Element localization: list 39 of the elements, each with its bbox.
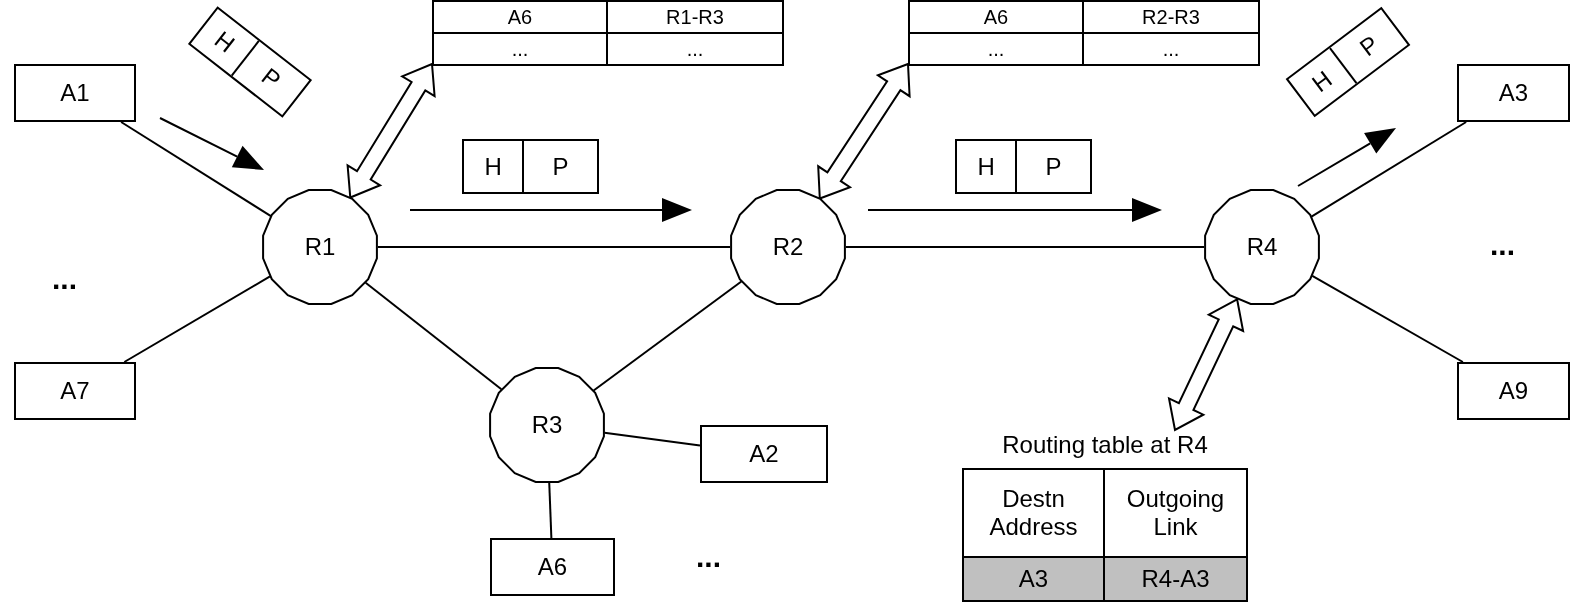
ellipsis-label: ... [1490, 228, 1515, 262]
table-cell: A3 [964, 556, 1105, 600]
connector-line [123, 275, 271, 363]
connector-line [364, 281, 503, 391]
connector-line [603, 431, 701, 447]
host-box: A3 [1457, 64, 1570, 122]
table-title: Routing table at R4 [1001, 430, 1209, 460]
host-box: A2 [700, 425, 828, 483]
router-label: R1 [304, 233, 336, 261]
packet-label: P [1044, 151, 1063, 182]
host-box: A6 [490, 538, 615, 596]
ellipsis-label: ... [52, 262, 77, 296]
table-cell: ... [910, 32, 1084, 64]
connector-line [548, 481, 553, 539]
host-box: A1 [14, 64, 136, 122]
host-box: A9 [1457, 362, 1570, 420]
double-arrow [1167, 297, 1245, 432]
packet-label: P [551, 151, 570, 182]
packet-label: H [1288, 47, 1358, 115]
packet-label: H [957, 141, 1018, 192]
connector-line [120, 121, 272, 218]
ellipsis-label: ... [696, 540, 721, 574]
table-cell: R4-A3 [1105, 556, 1246, 600]
packet-box [955, 139, 1092, 194]
packet-label: H [190, 8, 260, 77]
router-label: R2 [772, 233, 804, 261]
router-label: R3 [531, 411, 563, 439]
packet-label: H [464, 141, 525, 192]
host-box: A7 [14, 362, 136, 420]
router-label: R4 [1246, 233, 1278, 261]
connector-line [1310, 121, 1468, 218]
packet-box [462, 139, 599, 194]
connector-line [377, 246, 731, 248]
double-arrow [346, 62, 436, 199]
double-arrow [817, 62, 911, 200]
connector-line [845, 246, 1205, 248]
table-cell: ... [434, 32, 608, 64]
connector-line [592, 280, 743, 392]
connector-line [1311, 274, 1464, 363]
